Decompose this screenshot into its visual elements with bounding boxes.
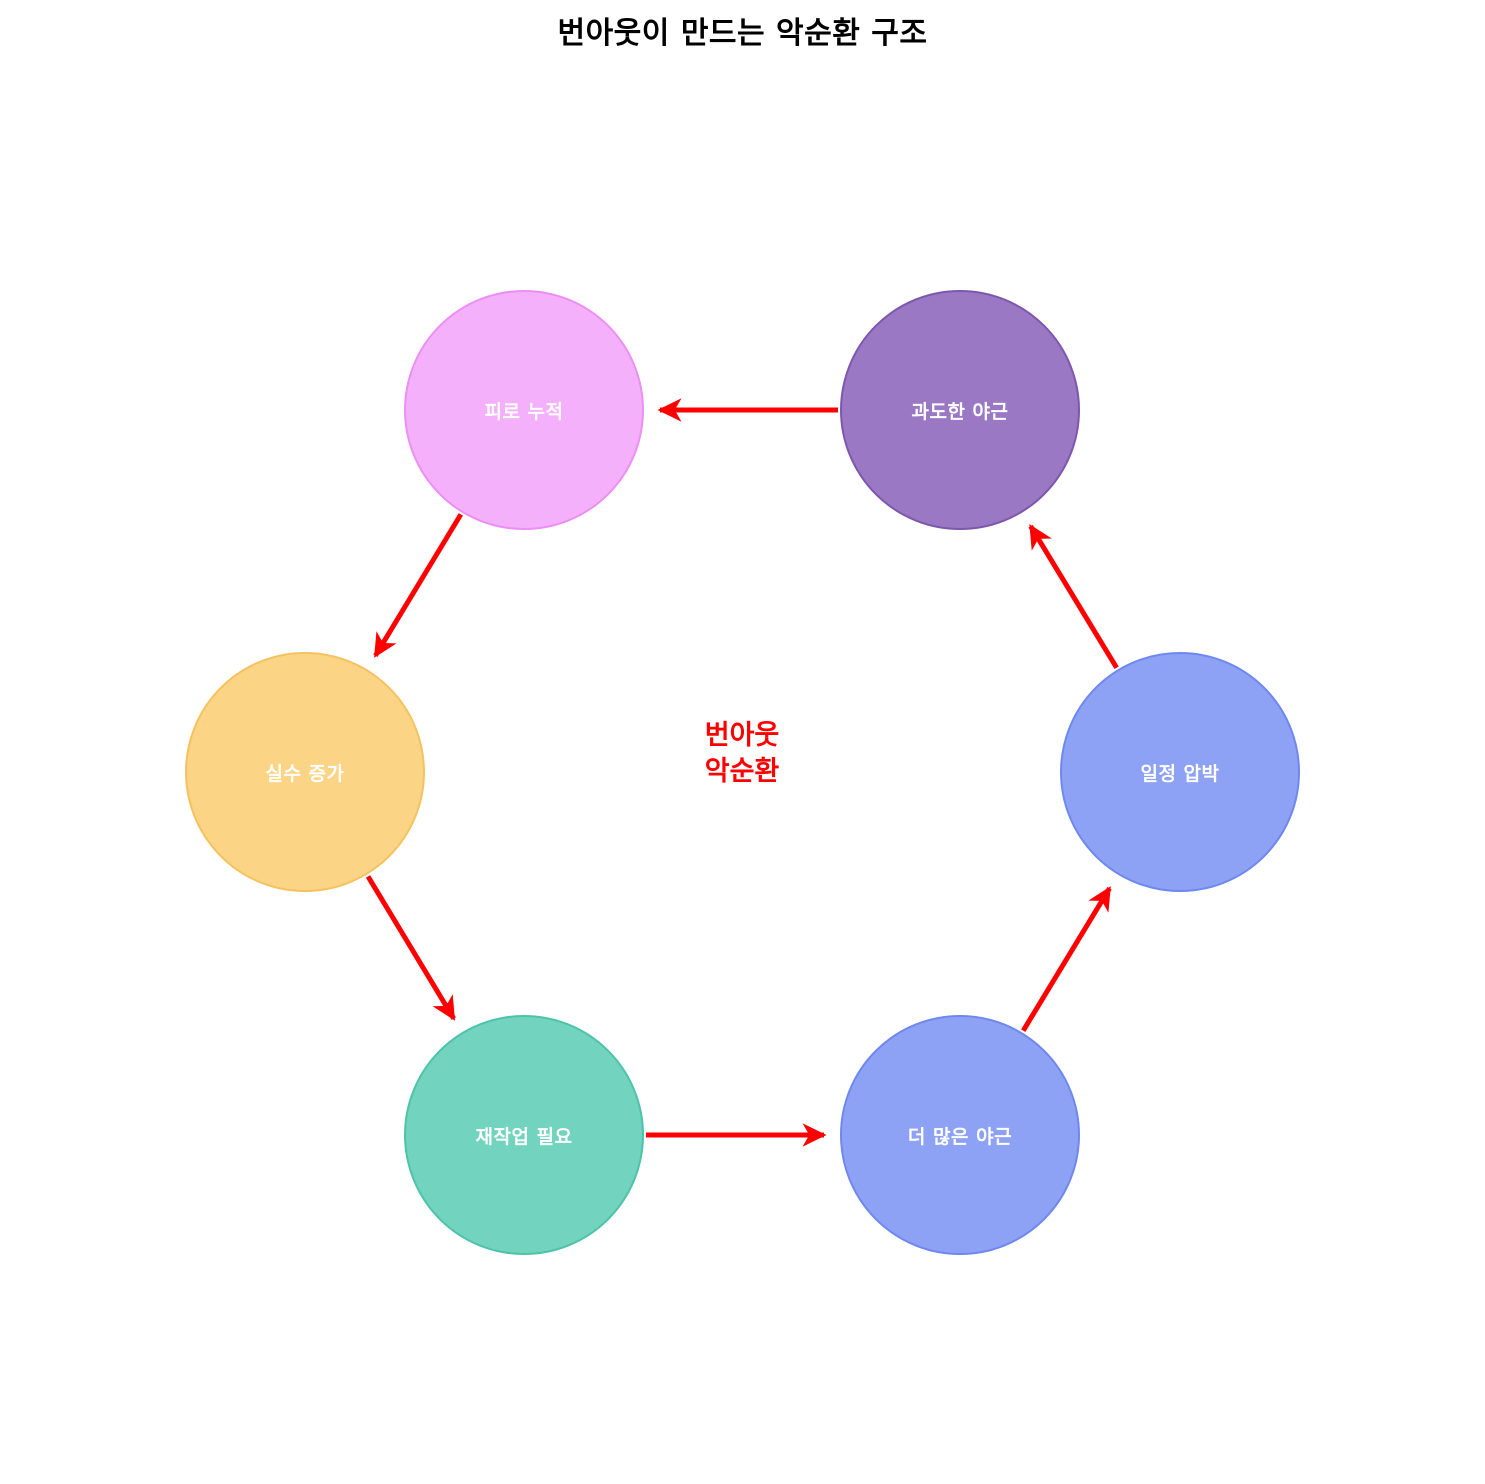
node-label: 더 많은 야근 <box>907 1125 1013 1148</box>
node-label: 실수 증가 <box>265 762 345 785</box>
node-overwork[interactable]: 과도한 야근 <box>840 290 1080 530</box>
node-label: 재작업 필요 <box>475 1125 573 1148</box>
page-title: 번아웃이 만드는 악순환 구조 <box>557 16 928 51</box>
node-rework[interactable]: 재작업 필요 <box>404 1015 644 1255</box>
node-mistakes[interactable]: 실수 증가 <box>185 652 425 892</box>
edge-arrow <box>373 513 463 658</box>
edge-arrow <box>1028 524 1119 670</box>
node-fatigue[interactable]: 피로 누적 <box>404 290 644 530</box>
node-more-overtime[interactable]: 더 많은 야근 <box>840 1015 1080 1255</box>
node-label: 피로 누적 <box>484 400 564 423</box>
node-label: 일정 압박 <box>1140 762 1220 785</box>
node-label: 과도한 야근 <box>911 400 1009 423</box>
cycle-center-label: 번아웃 악순환 <box>704 720 780 787</box>
edge-arrow <box>365 875 456 1021</box>
node-schedule-pressure[interactable]: 일정 압박 <box>1060 652 1300 892</box>
edge-arrow <box>1021 886 1112 1032</box>
